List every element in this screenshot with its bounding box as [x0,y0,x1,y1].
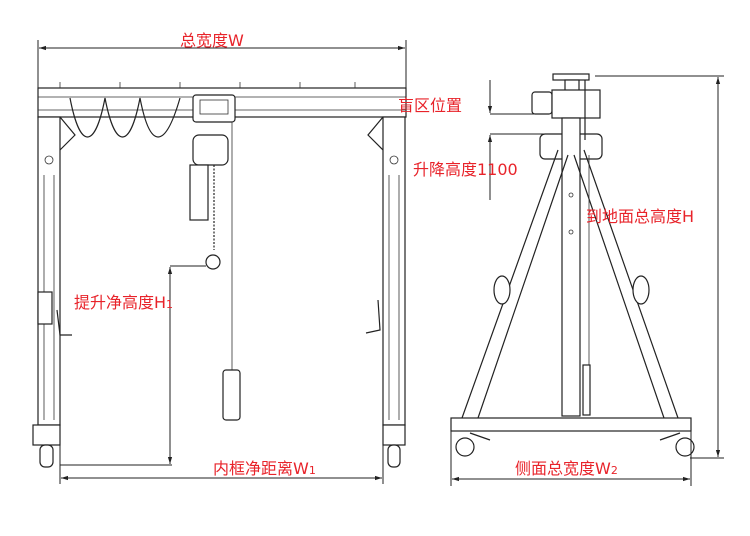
inner-width-label: 内框净距离W1 [213,459,316,478]
right-foot [382,424,406,446]
right-leg [382,116,406,426]
side-width-label: 侧面总宽度W2 [515,459,618,478]
trolley [192,94,236,123]
left-brace [59,116,76,151]
left-winch [37,291,53,325]
side-wheel-left [455,437,475,457]
front-view [32,40,407,484]
total-width-label: 总宽度W [180,31,244,50]
left-leg [37,116,61,426]
pendant-side [582,364,591,416]
trolley-frame [551,89,601,119]
trolley-motor [531,91,553,115]
left-foot [32,424,61,446]
festoon-cable [69,97,181,138]
clear-height-label: 提升净高度H1 [74,293,173,312]
pendant-control [222,369,241,421]
hook [205,254,221,270]
left-a-leg [461,149,569,419]
side-view [450,73,724,486]
right-brace [367,116,384,151]
beam-studs [59,82,356,88]
left-winch-side [493,275,511,305]
right-winch-side [632,275,650,305]
mast [561,117,581,417]
side-wheel-right [675,437,695,457]
total-height-label: 到地面总高度H [586,207,694,226]
lift-range-label: 升降高度1100 [413,160,518,179]
left-wheel [39,444,54,468]
base-beam [450,417,692,432]
top-plate [552,73,590,81]
hoist-body [192,134,229,166]
chain-bag [189,164,209,221]
right-wheel [387,444,401,468]
blind-zone-label: 盲区位置 [398,96,462,115]
